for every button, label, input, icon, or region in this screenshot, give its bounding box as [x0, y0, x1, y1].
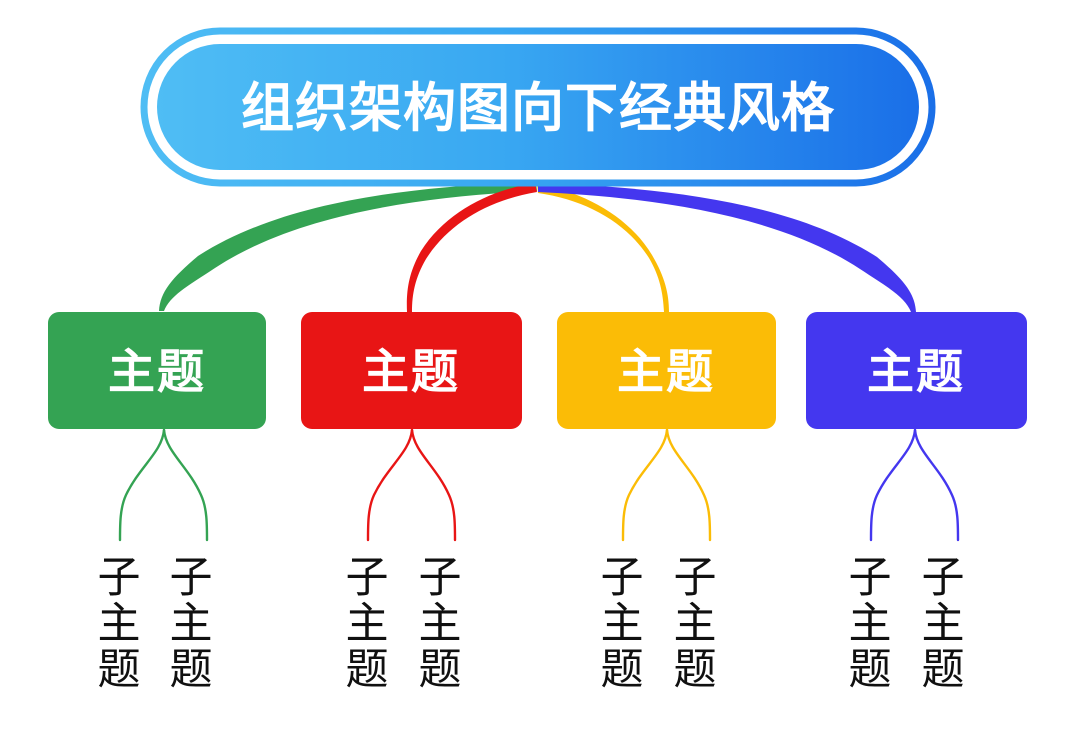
leaf-char: 主 [601, 601, 644, 648]
branch-node-1-label: 主题 [108, 347, 206, 399]
leaf-node-4-2[interactable]: 子 主 题 [922, 555, 965, 694]
branch-node-4-body[interactable] [806, 312, 1027, 429]
leaf-char: 主 [674, 601, 717, 648]
leaf-char: 题 [98, 647, 141, 694]
leaf-char: 主 [346, 601, 389, 648]
leaf-node-1-1[interactable]: 子 主 题 [98, 555, 141, 694]
sub-connector-2-left [366, 428, 414, 542]
branch-node-4-label: 主题 [867, 347, 965, 399]
leaf-char: 子 [849, 555, 892, 602]
connector-root-to-branch-3 [537, 184, 669, 312]
sub-connector-3-left [621, 428, 669, 542]
leaf-char: 子 [922, 555, 965, 602]
leaf-char: 主 [922, 601, 965, 648]
connector-root-to-branch-2 [406, 183, 537, 312]
leaf-node-2-2[interactable]: 子 主 题 [419, 555, 462, 694]
leaf-char: 题 [674, 647, 717, 694]
leaf-char: 题 [922, 647, 965, 694]
leaf-char: 主 [98, 601, 141, 648]
leaf-char: 题 [419, 647, 462, 694]
leaf-node-3-1[interactable]: 子 主 题 [601, 555, 644, 694]
leaf-char: 主 [419, 601, 462, 648]
leaf-node-4-1[interactable]: 子 主 题 [849, 555, 892, 694]
leaf-char: 子 [419, 555, 462, 602]
connector-root-to-branch-1 [159, 182, 537, 311]
branch-node-3-label: 主题 [617, 347, 715, 399]
leaf-node-2-1[interactable]: 子 主 题 [346, 555, 389, 694]
root-node-label: 组织架构图向下经典风格 [241, 79, 835, 138]
connector-root-to-branch-4 [538, 183, 916, 312]
leaf-char: 子 [170, 555, 213, 602]
sub-connector-1-left [118, 428, 166, 542]
root-outer-ring [140, 27, 936, 187]
branch-node-2[interactable]: 主题 [301, 312, 522, 429]
leaf-char: 主 [170, 601, 213, 648]
leaf-char: 题 [601, 647, 644, 694]
sub-connector-2-right [410, 428, 457, 542]
leaf-node-3-2[interactable]: 子 主 题 [674, 555, 717, 694]
leaf-char: 子 [98, 555, 141, 602]
sub-connector-1-right [162, 428, 209, 542]
branch-node-3-body[interactable] [557, 312, 776, 429]
leaf-char: 主 [849, 601, 892, 648]
branch-sub-connectors [118, 428, 960, 542]
branch-node-2-body[interactable] [301, 312, 522, 429]
branch-node-3[interactable]: 主题 [557, 312, 776, 429]
leaf-node-1-2[interactable]: 子 主 题 [170, 555, 213, 694]
branch-node-4[interactable]: 主题 [806, 312, 1027, 429]
branch-node-1[interactable]: 主题 [48, 312, 266, 429]
leaf-char: 子 [601, 555, 644, 602]
leaf-char: 子 [674, 555, 717, 602]
sub-connector-3-right [665, 428, 712, 542]
root-node-body[interactable] [157, 44, 919, 170]
root-connectors [159, 182, 916, 312]
leaf-char: 题 [849, 647, 892, 694]
leaf-char: 题 [346, 647, 389, 694]
branch-node-1-body[interactable] [48, 312, 266, 429]
branch-node-2-label: 主题 [362, 347, 460, 399]
leaf-char: 题 [170, 647, 213, 694]
sub-connector-4-left [869, 428, 917, 542]
leaf-char: 子 [346, 555, 389, 602]
sub-connector-4-right [913, 428, 960, 542]
root-node[interactable]: 组织架构图向下经典风格 [140, 27, 936, 187]
leaf-labels: 子 主 题 子 主 题 子 主 题 子 主 题 子 [98, 555, 965, 694]
